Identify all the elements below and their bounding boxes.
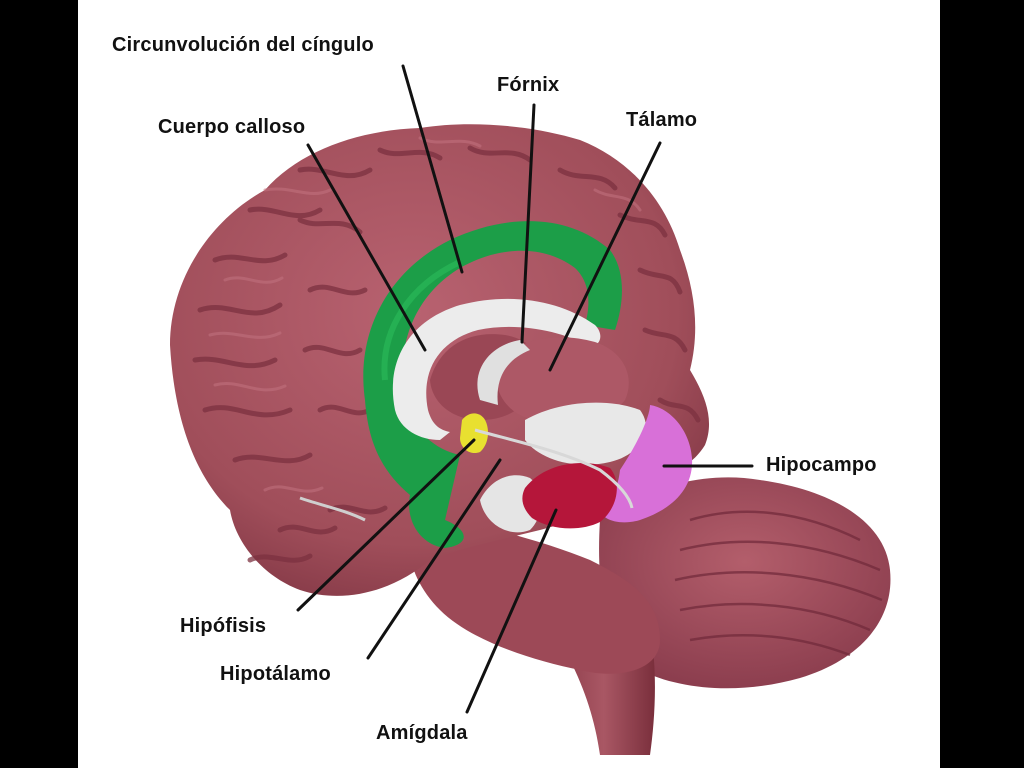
fiber-tract	[474, 428, 634, 509]
label-hippocampus: Hipocampo	[766, 454, 877, 476]
leader-line-amygdala	[465, 508, 558, 714]
label-corpus-callosum: Cuerpo calloso	[158, 116, 306, 138]
leader-line-hypothalamus	[366, 458, 502, 660]
cerebellum-folia	[674, 510, 883, 657]
label-hypothalamus: Hipotálamo	[220, 663, 331, 685]
thalamus-structure	[496, 337, 629, 422]
leader-line-hypophysis	[296, 438, 476, 612]
gyri-texture	[192, 145, 701, 563]
fornix-structure	[477, 340, 530, 405]
cerebellum	[599, 477, 891, 689]
hypophysis-structure	[460, 413, 488, 454]
leader-line-thalamus	[548, 141, 662, 372]
amygdala-structure	[522, 462, 617, 529]
leader-lines	[296, 64, 754, 714]
cingulate-gyrus	[363, 221, 622, 548]
label-thalamus: Tálamo	[626, 109, 698, 131]
label-amygdala: Amígdala	[376, 722, 468, 744]
temporal-lobe	[409, 520, 660, 674]
label-cingulate-gyrus: Circunvolución del cíngulo	[112, 34, 374, 56]
leader-line-cingulate	[401, 64, 464, 274]
leader-line-fornix	[520, 103, 536, 344]
corpus-callosum	[392, 298, 601, 440]
label-fornix: Fórnix	[497, 74, 560, 96]
label-hypophysis: Hipófisis	[180, 615, 267, 637]
leader-line-corpus-callosum	[306, 143, 427, 352]
white-matter-lower	[525, 402, 646, 465]
gyri-highlights	[208, 136, 642, 493]
